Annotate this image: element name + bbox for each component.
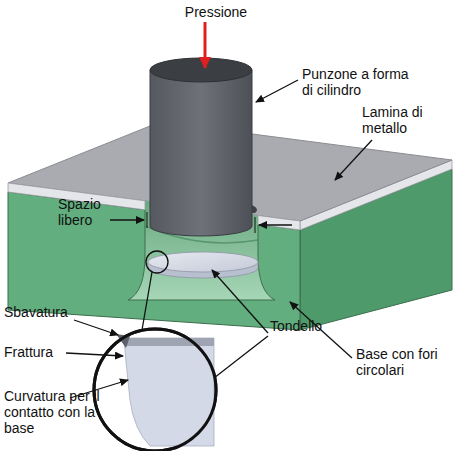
leader-line bbox=[66, 353, 123, 356]
leader-line bbox=[74, 320, 118, 335]
punch-body bbox=[150, 70, 252, 236]
detail-leader bbox=[142, 272, 152, 330]
clearance-arrow bbox=[259, 224, 292, 225]
leader-line bbox=[335, 140, 372, 180]
clearance-tick bbox=[147, 212, 148, 228]
clearance-tick bbox=[255, 217, 256, 233]
slug-top bbox=[148, 252, 258, 272]
detail-label: Sbavatura bbox=[4, 304, 84, 320]
punch-top bbox=[150, 58, 252, 82]
detail-inset-rim bbox=[94, 329, 216, 451]
detail-marker bbox=[146, 251, 168, 273]
sheet-front-edge bbox=[258, 216, 300, 231]
part-label: Lamina di metallo bbox=[362, 104, 442, 136]
part-label: Tondello bbox=[270, 318, 350, 334]
part-label: Punzone a forma di cilindro bbox=[302, 66, 422, 98]
pressure-arrow bbox=[204, 22, 207, 68]
part-label: Base con fori circolari bbox=[356, 346, 454, 378]
clearance-arrow bbox=[110, 219, 144, 220]
leader-line bbox=[256, 80, 298, 102]
detail-label: Curvatura per il contatto con la base bbox=[4, 388, 112, 436]
slug-profile-top bbox=[124, 338, 214, 346]
leader-line bbox=[212, 270, 268, 333]
detail-inset bbox=[94, 329, 216, 451]
detail-label: Frattura bbox=[4, 344, 74, 360]
part-label: Spazio libero bbox=[58, 196, 118, 228]
force-label: Pressione bbox=[176, 4, 256, 20]
